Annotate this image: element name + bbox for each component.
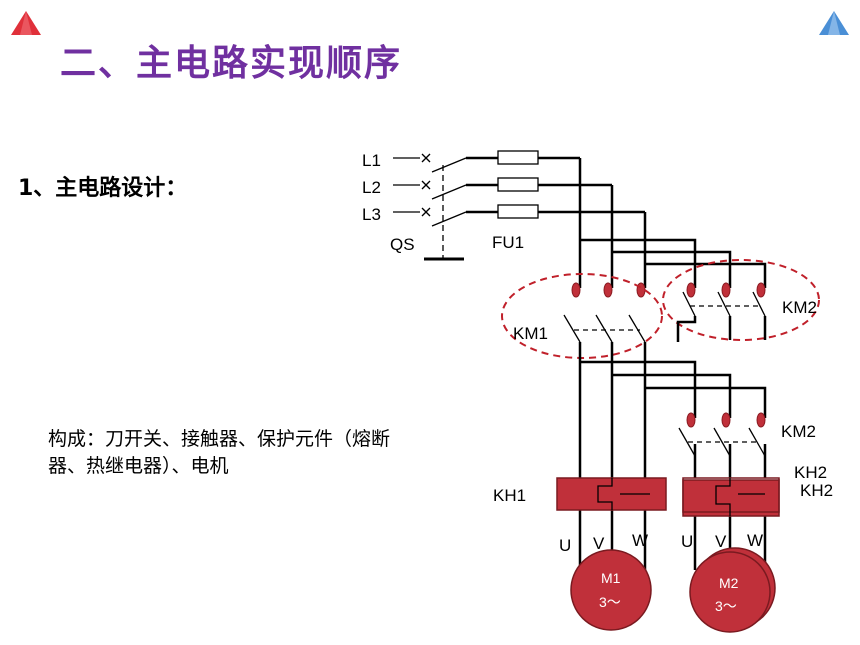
motor-m1: M1 3～ <box>570 549 652 631</box>
contactor-label-km2: KM2 <box>782 298 817 317</box>
terminal-w-m2: W <box>747 531 763 550</box>
composition-description: 构成：刀开关、接触器、保护元件（熔断器、热继电器）、电机 <box>48 428 391 477</box>
relay-label-kh2: KH2 <box>794 463 827 482</box>
supply-wires <box>466 156 767 288</box>
terminal-v-m1: V <box>593 534 605 553</box>
terminal-w-m1: W <box>632 531 648 550</box>
blue-triangle-icon <box>819 11 849 35</box>
km2-dashed-ring <box>662 259 820 341</box>
motor-m2: M2 3～ <box>689 547 776 633</box>
contactor-label-km2-lower: KM2 <box>781 422 816 441</box>
contactor-label-km1: KM1 <box>513 324 548 343</box>
motor-m1-name: M1 <box>601 570 621 586</box>
contactor-blades-lower <box>678 427 766 457</box>
contactor-blades-upper <box>563 291 766 343</box>
load-wires <box>578 316 767 570</box>
phase-label-l3: L3 <box>362 205 381 224</box>
fuses-fu1 <box>497 150 539 219</box>
contactor-contacts-lower <box>686 412 766 428</box>
relay-label-kh2-overlap: KH2 <box>800 481 833 500</box>
motor-m2-phase: 3～ <box>715 598 737 614</box>
motor-m2-name: M2 <box>719 575 739 591</box>
page-title: 二、主电路实现顺序 <box>60 43 403 84</box>
section-heading: 1、主电路设计： <box>18 176 188 201</box>
terminal-v-m2: V <box>715 532 727 551</box>
fuse-label-fu1: FU1 <box>492 233 524 252</box>
phase-label-l2: L2 <box>362 178 381 197</box>
relay-label-kh1: KH1 <box>493 486 526 505</box>
phase-label-l1: L1 <box>362 151 381 170</box>
thermal-relay-kh1 <box>556 477 667 511</box>
motor-m1-phase: 3～ <box>599 594 621 610</box>
thermal-relay-kh2 <box>682 477 780 517</box>
switch-label-qs: QS <box>390 235 415 254</box>
terminal-u-m2: U <box>681 532 693 551</box>
terminal-u-m1: U <box>559 536 571 555</box>
red-triangle-icon <box>11 11 41 35</box>
knife-switch-qs <box>393 153 467 258</box>
km1-dashed-ring <box>501 273 663 359</box>
